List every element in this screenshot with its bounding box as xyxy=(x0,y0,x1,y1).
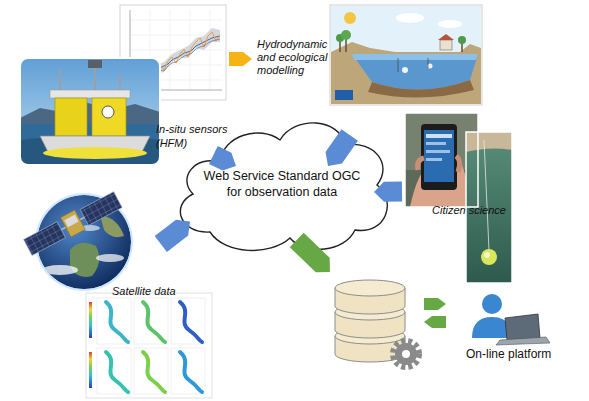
buoy-photo xyxy=(20,124,160,165)
water-photo xyxy=(481,249,497,265)
satellite-maps xyxy=(89,352,92,388)
satellite-globe xyxy=(23,190,123,257)
gear-icon xyxy=(395,343,417,365)
satellite-globe xyxy=(42,265,78,275)
satellite-maps xyxy=(89,302,92,338)
phone-photo xyxy=(426,150,450,153)
modelling-illustration xyxy=(396,13,424,23)
satellite-globe xyxy=(24,222,66,256)
satellite-maps xyxy=(143,352,165,392)
source-caption-node: Hydrodynamic and ecological modelling xyxy=(252,4,400,135)
satellite-globe xyxy=(80,192,122,226)
flow-arrow xyxy=(290,233,330,272)
satellite-maps xyxy=(134,298,168,344)
satellite-maps xyxy=(171,298,205,344)
satellite-maps xyxy=(86,293,212,398)
phone-photo xyxy=(418,156,460,172)
database-icon xyxy=(335,280,405,296)
satellite-maps xyxy=(134,348,168,394)
user-icon xyxy=(496,337,550,345)
modelling-illustration xyxy=(438,20,462,28)
source-caption-node: Satellite data xyxy=(84,244,212,398)
cloud-service-node: Web Service Standard OGC for observation… xyxy=(190,166,374,240)
cloud-outline xyxy=(180,123,387,251)
buoy-photo xyxy=(50,90,130,98)
water-photo xyxy=(484,140,489,250)
buoy-photo xyxy=(20,58,160,165)
buoy-photo xyxy=(20,58,160,165)
satellite-globe xyxy=(100,215,124,237)
buoy-photo xyxy=(20,102,160,126)
modelling-illustration xyxy=(344,12,356,24)
buoy-photo xyxy=(92,98,126,136)
gear-icon xyxy=(402,350,410,358)
satellite-globe xyxy=(61,210,85,237)
modelling-illustration xyxy=(402,67,408,73)
satellite-globe xyxy=(64,215,78,228)
phone-photo xyxy=(426,142,446,145)
user-icon xyxy=(482,294,502,314)
buoy-photo xyxy=(102,106,114,118)
user-icon xyxy=(505,314,540,340)
phone-photo xyxy=(426,134,452,138)
modelling-illustration xyxy=(340,38,462,52)
buoy-photo xyxy=(43,147,147,159)
platform-node: On-line platform xyxy=(322,272,562,372)
modelling-illustration xyxy=(368,80,474,98)
modelling-illustration xyxy=(440,40,452,50)
satellite-maps xyxy=(106,302,128,342)
phone-photo xyxy=(424,130,454,182)
modelling-illustration xyxy=(330,5,482,105)
caption-text: Citizen science xyxy=(432,203,514,217)
modelling-illustration xyxy=(335,90,353,100)
caption-text: In-situ sensors (HFM) xyxy=(156,122,238,150)
flow-arrow xyxy=(374,182,402,202)
buoy-photo xyxy=(20,58,160,165)
water-photo xyxy=(466,132,512,152)
satellite-maps xyxy=(143,302,165,342)
flow-arrow xyxy=(209,146,236,171)
buoy-photo xyxy=(55,98,87,136)
modelling-illustration xyxy=(398,58,428,72)
gear-icon xyxy=(393,341,419,367)
satellite-maps xyxy=(171,348,205,394)
modelling-illustration xyxy=(438,34,454,40)
caption-text: Satellite data xyxy=(112,284,192,298)
source-caption-node: Citizen science xyxy=(402,112,514,285)
phone-photo xyxy=(421,124,457,190)
satellite-globe xyxy=(96,254,124,262)
caption-text: On-line platform xyxy=(466,347,562,362)
modelling-illustration xyxy=(331,42,481,104)
satellite-maps xyxy=(97,348,131,394)
water-photo xyxy=(484,252,490,258)
satellite-maps xyxy=(180,352,202,392)
buoy-photo xyxy=(88,60,102,68)
satellite-maps xyxy=(106,352,128,392)
phone-photo xyxy=(426,158,442,161)
satellite-maps xyxy=(180,302,202,342)
green-arrow xyxy=(424,316,446,328)
buoy-photo xyxy=(20,136,160,165)
modelling-illustration xyxy=(458,36,466,44)
flow-arrow xyxy=(155,220,190,252)
satellite-maps xyxy=(97,298,131,344)
cloud-label: Web Service Standard OGC for observation… xyxy=(199,168,365,200)
satellite-globe xyxy=(23,190,133,291)
caption-text: Hydrodynamic and ecological modelling xyxy=(257,38,337,77)
flow-arrow xyxy=(326,129,358,166)
gear-icon xyxy=(393,341,419,367)
modelling-illustration xyxy=(352,54,478,60)
modelling-illustration xyxy=(341,30,351,40)
satellite-maps xyxy=(86,293,212,398)
user-icon xyxy=(472,294,550,345)
phone-photo xyxy=(405,113,478,207)
orange-arrow xyxy=(229,52,252,66)
modelling-illustration xyxy=(330,5,482,105)
green-arrow xyxy=(424,298,446,310)
